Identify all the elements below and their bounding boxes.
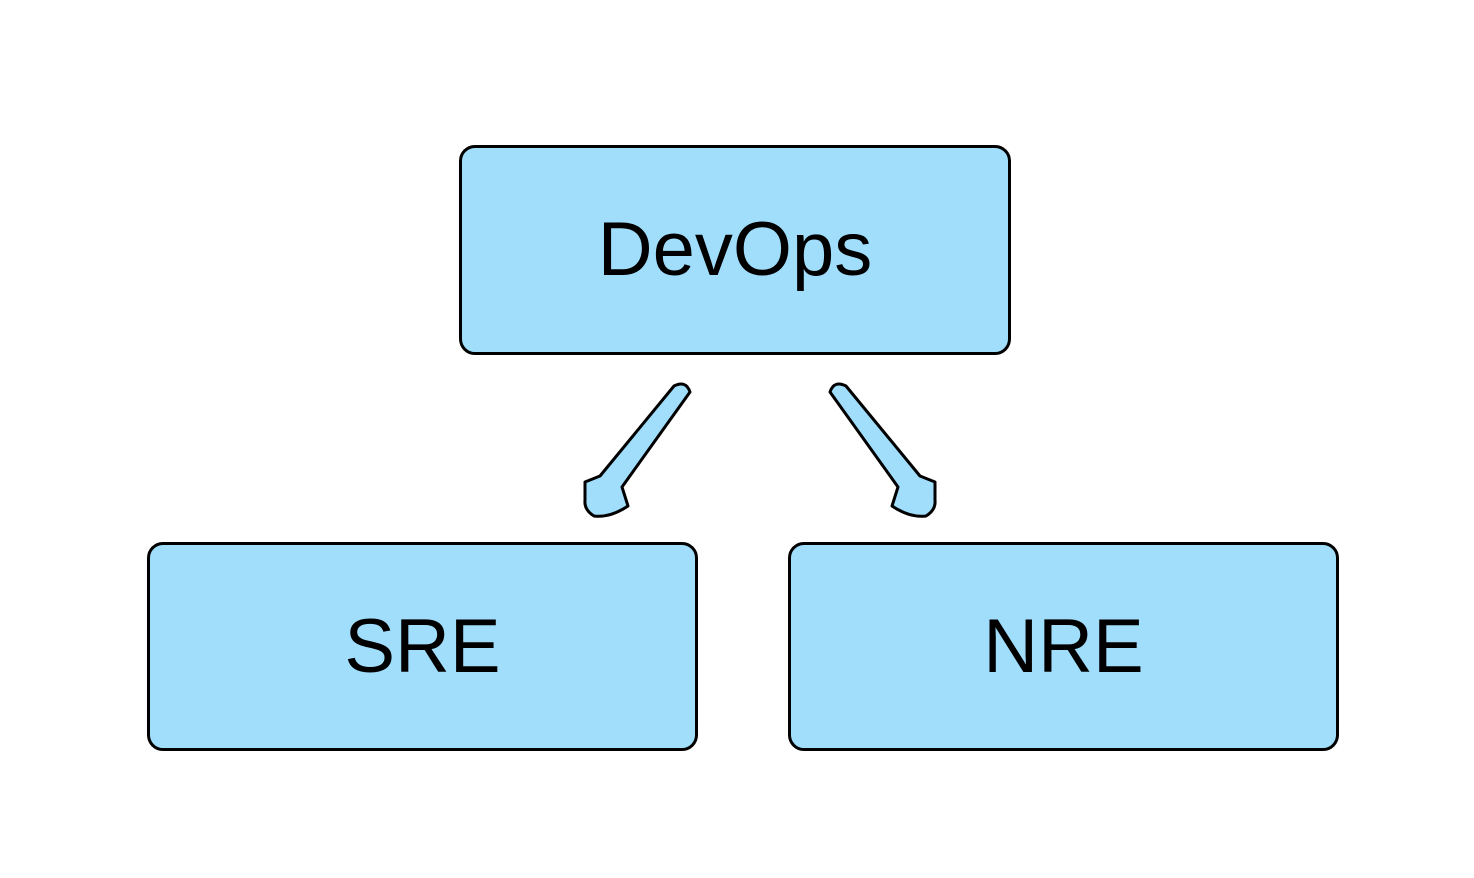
arrow-devops-to-nre <box>828 382 937 518</box>
node-nre: NRE <box>788 542 1339 751</box>
node-devops-label: DevOps <box>597 207 873 292</box>
node-sre-label: SRE <box>344 603 501 689</box>
node-nre-label: NRE <box>983 603 1144 689</box>
node-sre: SRE <box>147 542 698 751</box>
node-devops: DevOps <box>459 145 1011 355</box>
arrow-devops-to-sre <box>583 382 692 518</box>
